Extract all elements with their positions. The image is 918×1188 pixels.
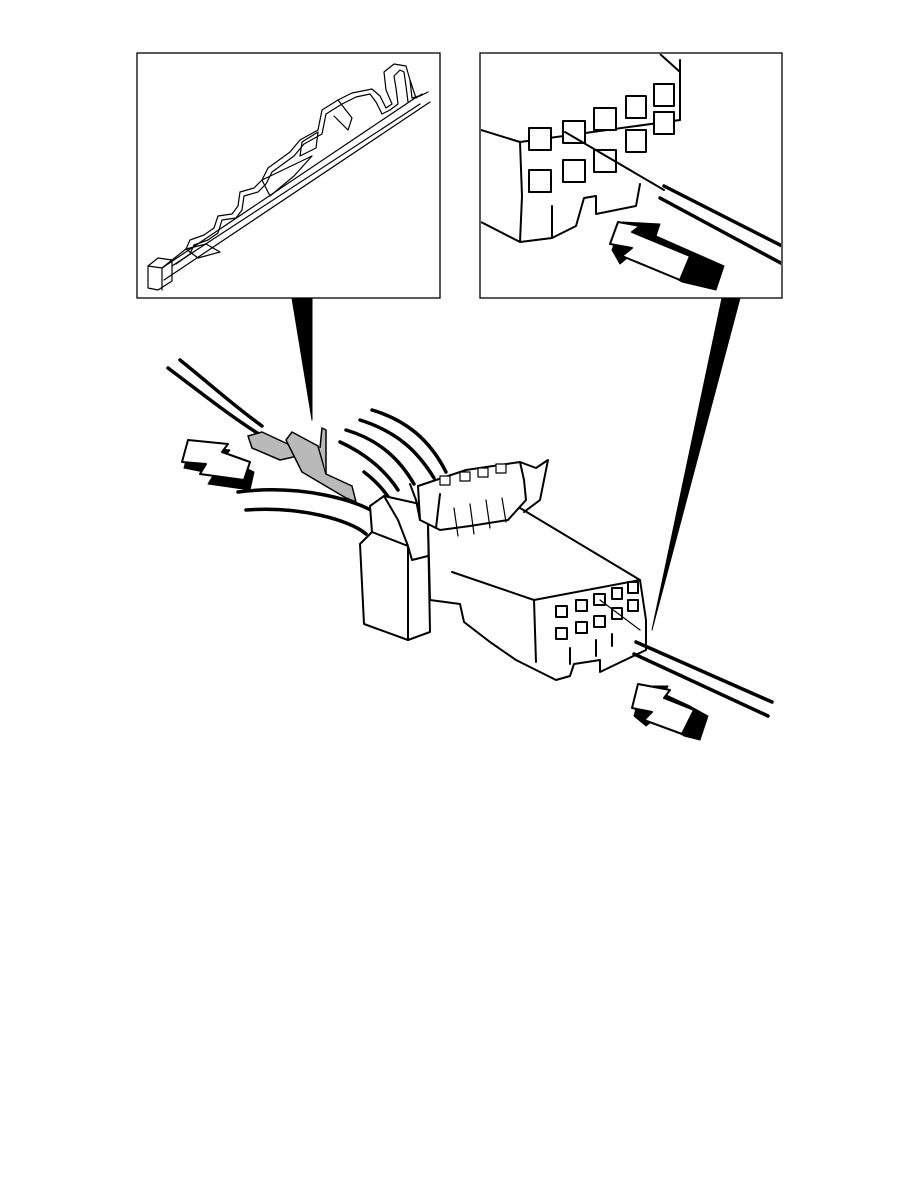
housing-front-cavities	[555, 581, 641, 665]
terminal-crimp-tab	[333, 99, 353, 131]
front-wire-upper	[634, 640, 774, 704]
housing-comb-left-wing	[409, 483, 441, 529]
cavity-top-5	[653, 83, 675, 107]
cavity-top-2	[562, 120, 586, 144]
terminal-lance	[319, 427, 327, 474]
wire-2b	[244, 507, 368, 536]
front-wire-lower	[632, 652, 770, 718]
terminal-tang-rear	[299, 131, 319, 157]
front-cavity-top-2	[575, 599, 588, 612]
wire-3	[344, 428, 416, 486]
front-cavity-bottom-1	[555, 627, 568, 640]
cavity-top-3	[593, 107, 617, 131]
cavity-row-top	[528, 83, 675, 151]
main-connector-assembly	[166, 358, 774, 741]
comb-cavity-4	[495, 463, 507, 474]
front-cavity-keys	[569, 633, 613, 665]
housing-latch-edge	[371, 531, 429, 561]
front-cavity-top-5	[627, 581, 639, 594]
terminal-base-rail	[161, 95, 431, 281]
housing-comb-teeth	[439, 463, 507, 537]
front-arrow-body	[631, 683, 695, 735]
cavity-block-lower-step	[551, 183, 641, 239]
cavity-block-drawing	[481, 54, 781, 291]
leader-to-terminal	[291, 297, 313, 421]
front-cavity-top-3	[593, 593, 606, 606]
comb-cavity-1	[439, 475, 451, 486]
cavity-terminal-guide-line	[564, 131, 665, 191]
front-terminal-guide	[599, 599, 641, 631]
cavity-bottom-5	[653, 111, 675, 135]
comb-cavity-2	[459, 471, 471, 482]
front-cavity-top-4	[611, 587, 623, 600]
terminal-inner-profile	[175, 69, 409, 265]
housing-main-body	[427, 507, 647, 681]
connector-housing	[359, 459, 647, 681]
leader-to-cavity	[651, 297, 741, 631]
housing-latch-top	[383, 495, 409, 547]
terminal-being-inserted	[247, 427, 357, 503]
comb-teeth-lines	[453, 497, 507, 537]
front-cavity-bottom-4	[611, 607, 623, 620]
wire-1b	[178, 358, 264, 428]
wire-1	[166, 366, 264, 438]
terminal-pin-drawing	[147, 63, 431, 291]
cavity-wire-lower	[658, 196, 781, 266]
front-cavity-bottom-3	[593, 615, 606, 628]
housing-front-corner	[533, 599, 537, 663]
wire-4b	[370, 408, 448, 474]
cavity-bottom-2	[562, 159, 586, 183]
terminal-body-grey	[285, 431, 357, 503]
cavity-bottom-4	[625, 129, 647, 153]
terminal-upper-profile	[171, 63, 429, 261]
comb-cavity-3	[477, 467, 489, 478]
left-insert-arrow	[181, 439, 255, 491]
inset-terminal-frame	[136, 52, 441, 299]
cavity-wire-upper	[662, 184, 781, 248]
wire-4	[358, 418, 436, 480]
cavity-row-bottom	[528, 111, 675, 193]
front-cavity-bottom-5	[627, 599, 639, 612]
inset-cavity-detail	[479, 52, 783, 299]
cavity-bottom-1	[528, 169, 552, 193]
terminal-end-tab	[409, 79, 423, 99]
inset-terminal-detail	[136, 52, 441, 299]
terminal-tang-front	[185, 243, 221, 259]
left-arrow-body	[181, 439, 251, 481]
cavity-block-top-edge	[481, 129, 521, 143]
front-cavity-top-1	[555, 605, 568, 618]
housing-rear-latch	[359, 495, 431, 641]
cavity-insert-arrow	[609, 221, 691, 281]
front-insert-arrow	[631, 683, 709, 741]
terminal-tang-middle	[261, 155, 313, 197]
housing-comb-right-wing	[519, 459, 549, 513]
cavity-top-1	[528, 127, 552, 151]
front-cavity-bottom-2	[575, 621, 588, 634]
cavity-top-4	[625, 95, 647, 119]
wire-3b	[338, 440, 400, 492]
